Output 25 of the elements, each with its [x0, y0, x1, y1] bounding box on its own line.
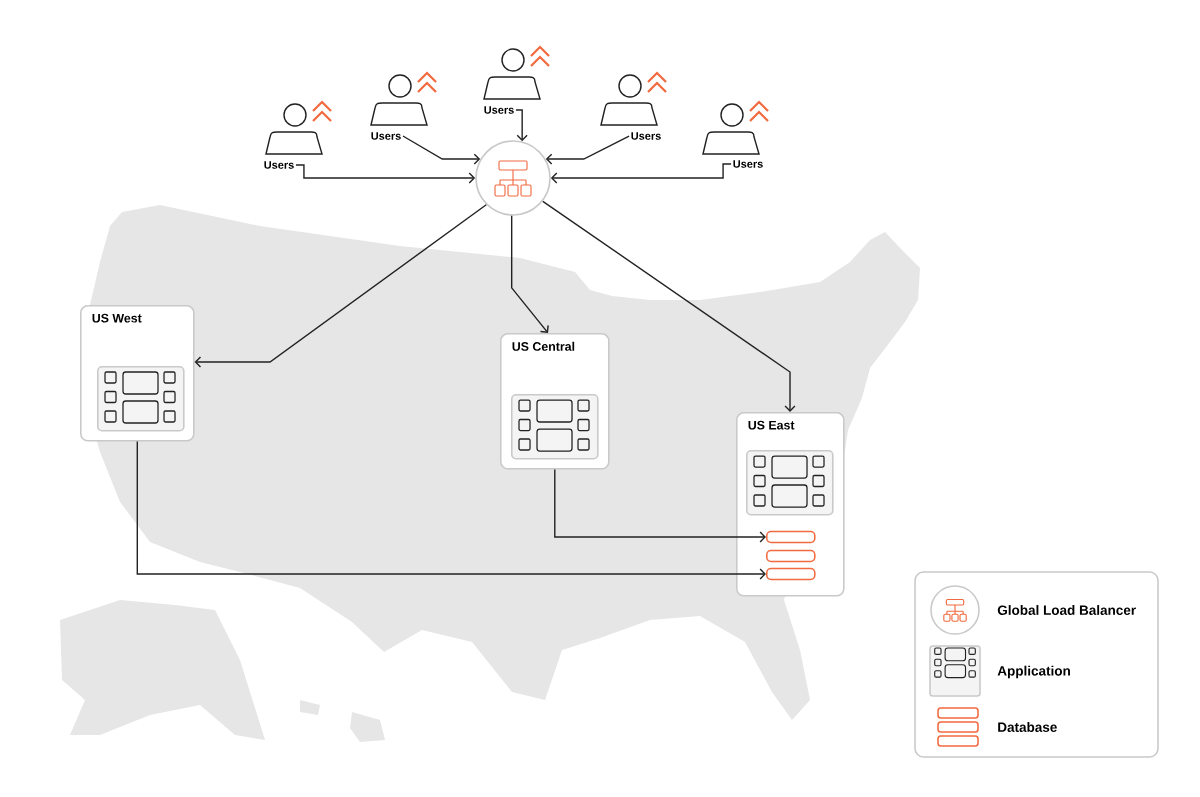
- user-label: Users: [264, 161, 294, 169]
- application-icon: [97, 366, 185, 432]
- arrow: [136, 440, 766, 580]
- legend-label: Global Load Balancer: [997, 605, 1136, 615]
- arrow: [402, 135, 481, 165]
- arrow: [542, 200, 796, 412]
- arrow: [545, 135, 630, 165]
- legend-label: Application: [997, 665, 1070, 679]
- user-label: Users: [371, 132, 401, 140]
- arrow: [515, 109, 528, 142]
- user-label: Users: [733, 160, 763, 168]
- user-label: Users: [631, 132, 661, 140]
- arrow: [295, 164, 476, 184]
- arrow: [511, 215, 549, 333]
- load-balancer-icon: [475, 140, 551, 216]
- application-icon: [511, 394, 599, 460]
- arrow: [554, 468, 766, 543]
- database-bar: [766, 567, 816, 581]
- user-label: Users: [484, 106, 514, 114]
- arrow: [550, 163, 732, 184]
- database-bar: [766, 530, 816, 544]
- arrow: [194, 204, 487, 368]
- legend-label: Database: [998, 722, 1057, 732]
- database-bar: [766, 549, 816, 563]
- application-icon: [746, 450, 834, 516]
